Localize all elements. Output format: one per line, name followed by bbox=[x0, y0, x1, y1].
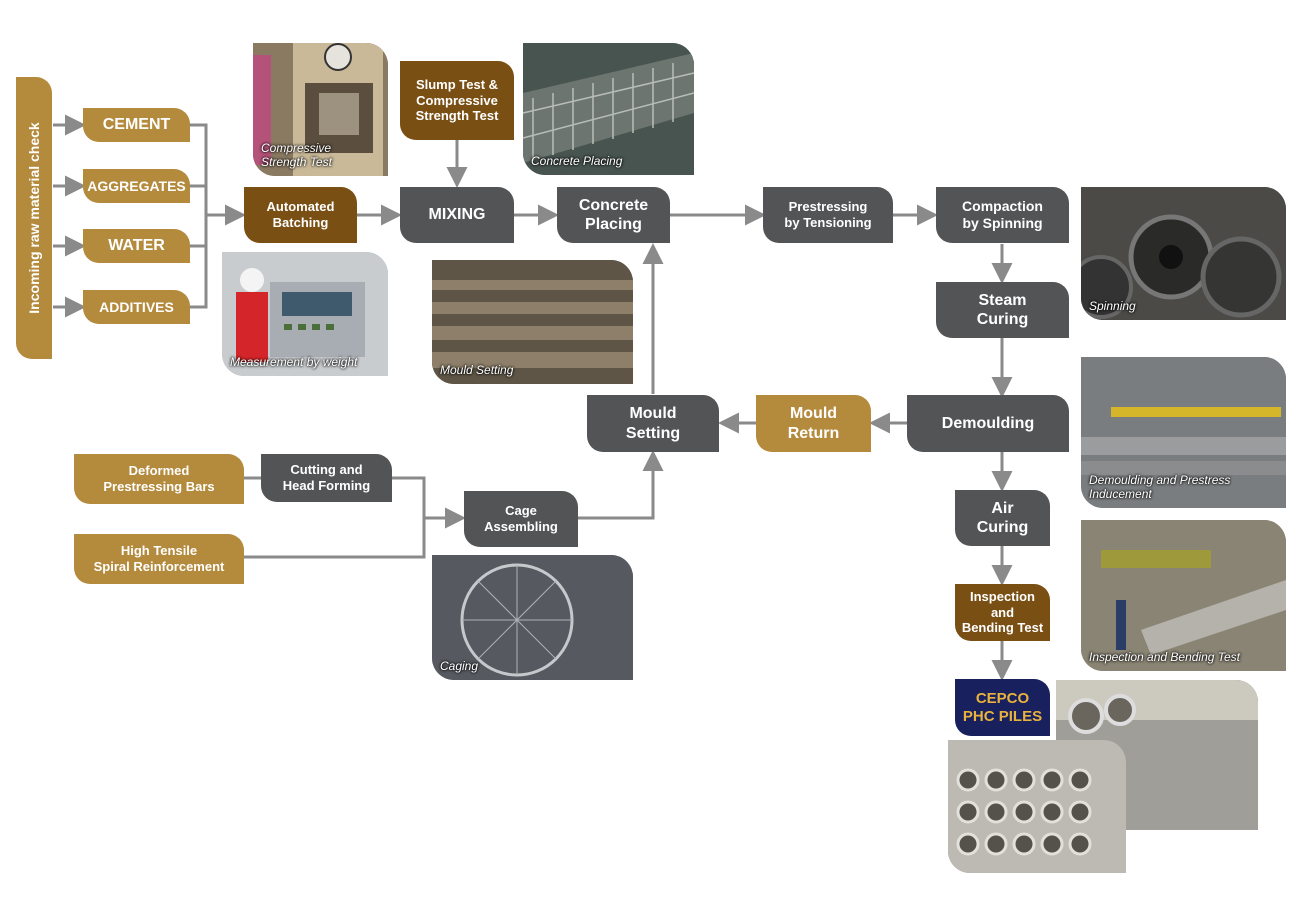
raw-material-check-label: Incoming raw material check bbox=[26, 122, 42, 314]
gantry-lift-illustration bbox=[1081, 357, 1286, 508]
material-cement: CEMENT bbox=[83, 108, 190, 142]
step-concrete-placing: Concrete Placing bbox=[557, 187, 670, 243]
arrow-cage-setting bbox=[578, 450, 664, 520]
caption-demoulding: Demoulding and Prestress Inducement bbox=[1089, 473, 1231, 502]
caption-concrete-placing: Concrete Placing bbox=[531, 154, 623, 169]
step-demoulding: Demoulding bbox=[907, 395, 1069, 452]
step-mould-return: Mould Return bbox=[756, 395, 871, 452]
photo-spinning: Spinning bbox=[1081, 187, 1286, 320]
photo-piles-left bbox=[948, 740, 1126, 873]
photo-caging: Caging bbox=[432, 555, 633, 680]
step-cage: Cage Assembling bbox=[464, 491, 578, 547]
bending-test-illustration bbox=[1081, 520, 1286, 671]
step-compaction: Compaction by Spinning bbox=[936, 187, 1069, 243]
step-prestressing: Prestressing by Tensioning bbox=[763, 187, 893, 243]
photo-concrete-placing: Concrete Placing bbox=[523, 43, 694, 175]
caption-compressive: Compressive Strength Test bbox=[261, 141, 332, 170]
step-mixing: MIXING bbox=[400, 187, 514, 243]
spinning-wheels-illustration bbox=[1081, 187, 1286, 320]
step-mould-setting: Mould Setting bbox=[587, 395, 719, 452]
raw-material-check-bar: Incoming raw material check bbox=[16, 77, 52, 359]
step-slump-test: Slump Test & Compressive Strength Test bbox=[400, 61, 514, 140]
photo-measurement: Measurement by weight bbox=[222, 252, 388, 376]
caption-inspection: Inspection and Bending Test bbox=[1089, 650, 1241, 665]
press-machine-illustration bbox=[253, 43, 388, 176]
step-steam-curing: Steam Curing bbox=[936, 282, 1069, 338]
caption-mould-setting: Mould Setting bbox=[440, 363, 514, 378]
step-air-curing: Air Curing bbox=[955, 490, 1050, 546]
caption-spinning: Spinning bbox=[1089, 299, 1136, 314]
material-additives: ADDITIVES bbox=[83, 290, 190, 324]
photo-inspection: Inspection and Bending Test bbox=[1081, 520, 1286, 671]
control-panel-illustration bbox=[222, 252, 388, 376]
step-final-phc-piles: CEPCO PHC PILES bbox=[955, 679, 1050, 736]
step-deformed-bars: Deformed Prestressing Bars bbox=[74, 454, 244, 504]
moulds-row-illustration bbox=[432, 260, 633, 384]
step-automated-batching: Automated Batching bbox=[244, 187, 357, 243]
photo-mould-setting: Mould Setting bbox=[432, 260, 633, 384]
step-inspection: Inspection and Bending Test bbox=[955, 584, 1050, 641]
step-spiral: High Tensile Spiral Reinforcement bbox=[74, 534, 244, 584]
materials-bracket bbox=[190, 123, 208, 309]
photo-demoulding: Demoulding and Prestress Inducement bbox=[1081, 357, 1286, 508]
material-water: WATER bbox=[83, 229, 190, 263]
cage-illustration bbox=[432, 555, 633, 680]
cage-mould-illustration bbox=[523, 43, 694, 175]
material-aggregates: AGGREGATES bbox=[83, 169, 190, 203]
caption-measurement: Measurement by weight bbox=[230, 355, 358, 370]
pile-ends-illustration bbox=[948, 740, 1126, 873]
step-cutting: Cutting and Head Forming bbox=[261, 454, 392, 502]
caption-caging: Caging bbox=[440, 659, 479, 674]
photo-compressive-strength: Compressive Strength Test bbox=[253, 43, 388, 176]
